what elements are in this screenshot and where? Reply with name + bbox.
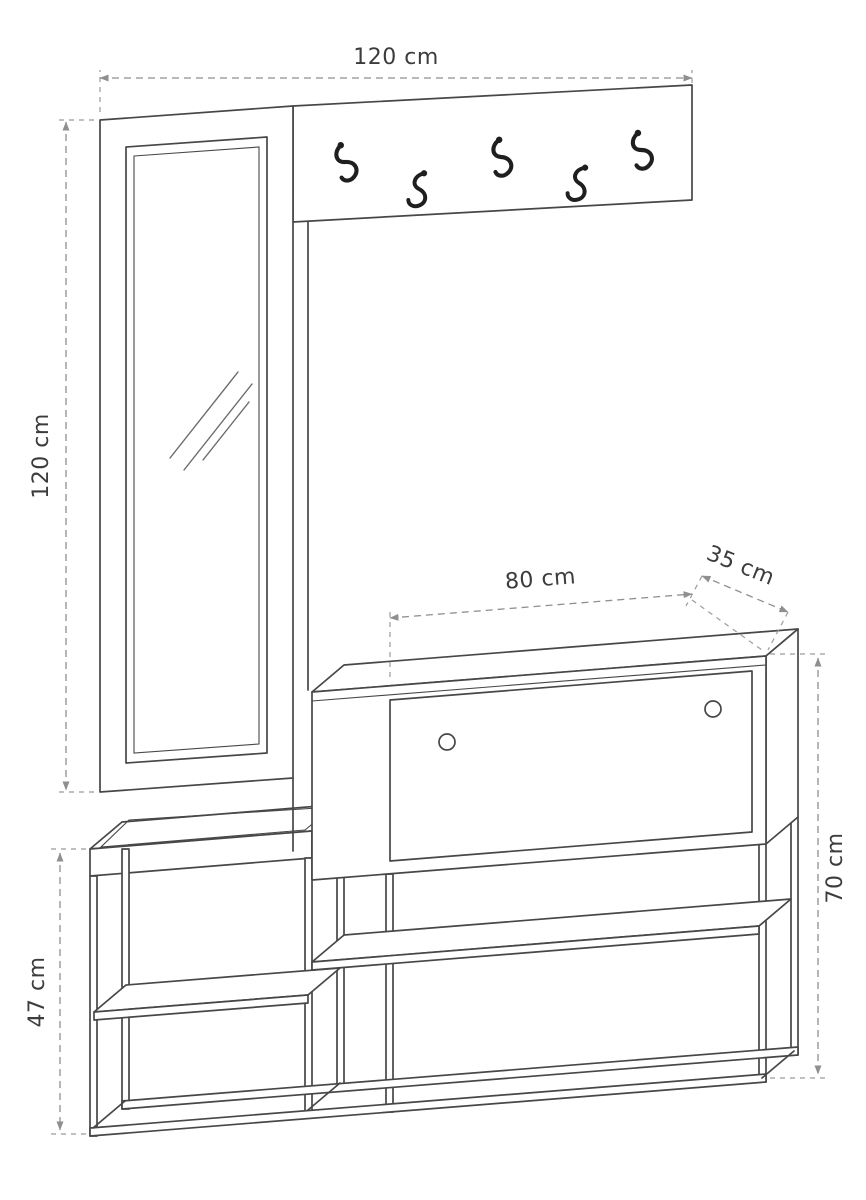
mirror-panel-outline (99, 105, 294, 793)
cabinet-door (389, 670, 753, 862)
leg-back-right (790, 816, 799, 1056)
leg-front-divider (385, 873, 394, 1113)
back-panel-column (292, 221, 309, 852)
cabinet-front-face (311, 655, 767, 881)
coat-rack-board (292, 84, 693, 223)
bench-shelf-right (311, 898, 792, 971)
leg-front-left (89, 875, 98, 1137)
leg-front-right (758, 843, 767, 1083)
mirror-frame (125, 136, 268, 764)
mirror-shine (169, 371, 253, 471)
dim-top-width-label: 120 cm (353, 45, 439, 70)
door-knob-right (704, 700, 722, 718)
bench-base-stretchers (89, 1046, 799, 1137)
dim-cabinet-width-label: 80 cm (504, 564, 577, 594)
dim-right-height-label: 70 cm (823, 832, 848, 903)
dim-cabinet-depth-label: 35 cm (703, 541, 778, 591)
dimension-bench-height: 47 cm (25, 848, 86, 1135)
mirror-glass-edge (133, 146, 260, 754)
cabinet-top-edge (311, 664, 767, 702)
dimension-left-height: 120 cm (29, 119, 94, 793)
dim-bench-height-label: 47 cm (25, 956, 50, 1027)
dimension-top-width: 120 cm (99, 45, 693, 112)
cabinet-right-face (765, 628, 799, 845)
leg-back-left (121, 848, 130, 1110)
bench-shelf-left (93, 967, 341, 1021)
dim-left-height-label: 120 cm (29, 413, 54, 499)
mirror-panel (99, 105, 294, 793)
dimension-right-height: 70 cm (770, 653, 848, 1079)
dimension-cabinet-width: 80 cm (389, 564, 763, 682)
shoe-cabinet (311, 628, 799, 881)
door-knob-left (438, 733, 456, 751)
